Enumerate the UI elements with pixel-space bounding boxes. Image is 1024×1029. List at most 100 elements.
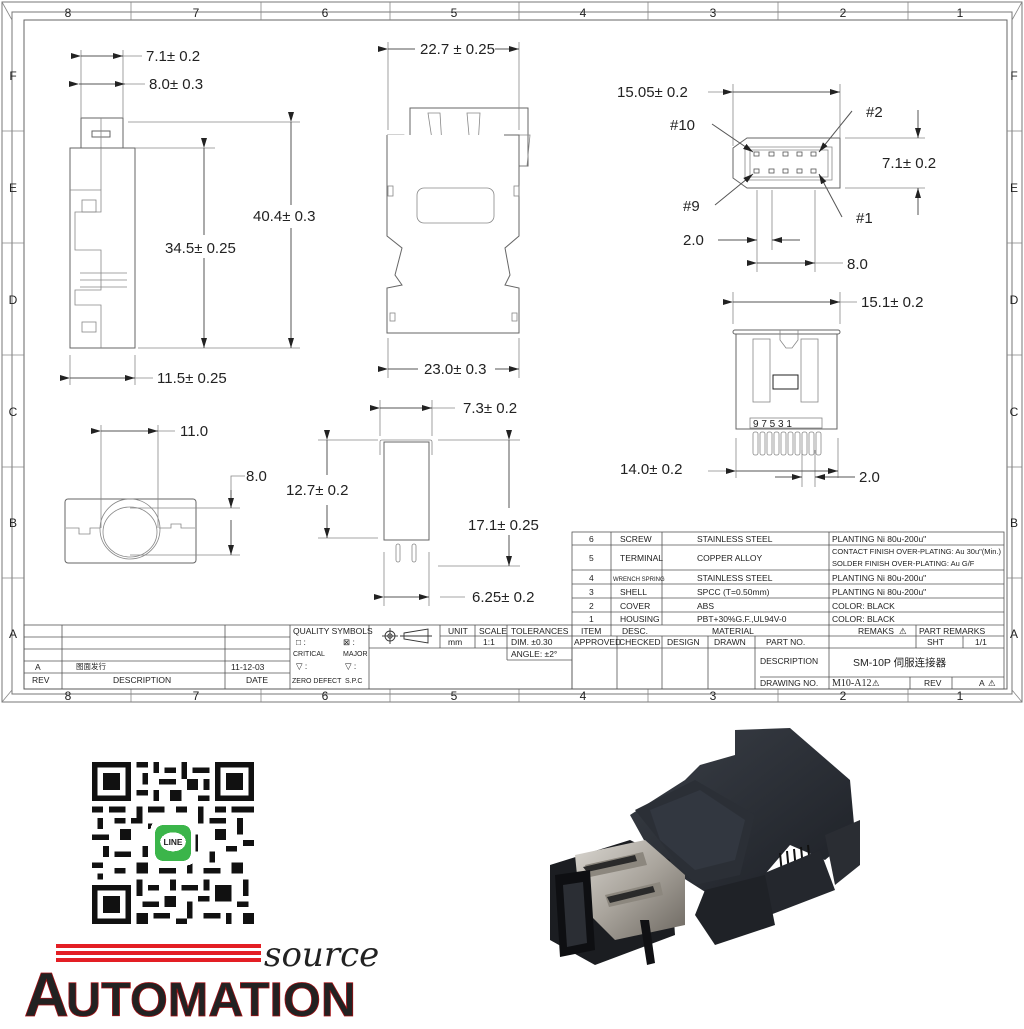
projection-symbol-icon [382, 628, 432, 644]
svg-text:ABS: ABS [697, 601, 714, 611]
svg-text:DIM. ±0.30: DIM. ±0.30 [511, 637, 553, 647]
part-description: SM-10P 伺服连接器 [853, 656, 947, 669]
svg-text:DRAWN: DRAWN [714, 637, 746, 647]
svg-text:1: 1 [957, 689, 964, 703]
svg-text:2.0: 2.0 [859, 469, 880, 486]
svg-text:6: 6 [589, 534, 594, 544]
svg-text:UNIT: UNIT [448, 626, 468, 636]
svg-text:7.1± 0.2: 7.1± 0.2 [146, 48, 200, 65]
svg-text:QUALITY SYMBOLS: QUALITY SYMBOLS [293, 626, 373, 636]
svg-text:4: 4 [580, 6, 587, 20]
svg-text:3: 3 [710, 689, 717, 703]
end-view: 7.3± 0.2 12.7± 0.2 17.1± 0.25 6.25± 0.2 [286, 400, 539, 606]
svg-text:4: 4 [580, 689, 587, 703]
svg-text:⚠: ⚠ [872, 678, 880, 688]
svg-text:A: A [9, 627, 17, 641]
svg-text:APPROVED: APPROVED [574, 637, 621, 647]
svg-text:#9: #9 [683, 198, 700, 215]
svg-text:F: F [1010, 69, 1017, 83]
svg-text:5: 5 [451, 689, 458, 703]
svg-text:COVER: COVER [620, 601, 650, 611]
svg-text:DESCRIPTION: DESCRIPTION [113, 675, 171, 685]
svg-text:6: 6 [322, 6, 329, 20]
svg-text:SPCC (T=0.50mm): SPCC (T=0.50mm) [697, 587, 770, 597]
product-photo [535, 725, 865, 970]
svg-text:1: 1 [589, 614, 594, 624]
logo-script: source [264, 935, 378, 975]
svg-text:7: 7 [193, 6, 200, 20]
svg-text:COLOR: BLACK: COLOR: BLACK [832, 601, 895, 611]
svg-text:DESC.: DESC. [622, 626, 648, 636]
svg-text:REV: REV [32, 675, 50, 685]
svg-text:SCALE: SCALE [479, 626, 507, 636]
technical-drawing: 8 7 6 5 4 3 2 1 8 7 6 5 4 3 2 1 F E D C … [1, 1, 1023, 703]
rear-view: 9 7 5 3 1 15.1± 0.2 14.0± 0.2 2.0 [620, 292, 923, 487]
logo-text: UTOMATION [66, 974, 356, 1024]
svg-text:SOLDER FINISH OVER-PLATING: Au: SOLDER FINISH OVER-PLATING: Au G/F [832, 559, 975, 568]
svg-text:C: C [9, 405, 18, 419]
svg-text:14.0± 0.2: 14.0± 0.2 [620, 461, 682, 478]
line-qr-code[interactable]: LINE [92, 762, 254, 924]
column-zone-labels: 8 7 6 5 4 3 2 1 [65, 6, 964, 20]
svg-text:#1: #1 [856, 210, 873, 227]
svg-text:22.7 ± 0.25: 22.7 ± 0.25 [420, 41, 495, 58]
svg-text:PART REMARKS: PART REMARKS [919, 626, 985, 636]
svg-text:STAINLESS STEEL: STAINLESS STEEL [697, 534, 773, 544]
svg-text:40.4± 0.3: 40.4± 0.3 [253, 208, 315, 225]
drawing-number: M10-A12 [832, 678, 871, 689]
svg-text:HOUSING: HOUSING [620, 614, 660, 624]
svg-text:□ :: □ : [296, 637, 306, 647]
svg-text:12.7± 0.2: 12.7± 0.2 [286, 482, 348, 499]
svg-text:COLOR: BLACK: COLOR: BLACK [832, 614, 895, 624]
automation-source-logo: A UTOMATION source [18, 930, 380, 1029]
svg-text:DATE: DATE [246, 675, 268, 685]
svg-text:8.0± 0.3: 8.0± 0.3 [149, 76, 203, 93]
svg-text:2: 2 [840, 689, 847, 703]
mating-face-view: 15.05± 0.2 #10 #2 #9 #1 7.1± 0.2 2.0 8.0 [617, 84, 936, 273]
svg-text:STAINLESS STEEL: STAINLESS STEEL [697, 573, 773, 583]
row-zone-labels: F E D C B A F E D C B A [9, 69, 1019, 641]
svg-text:34.5± 0.25: 34.5± 0.25 [165, 240, 236, 257]
side-view: 7.1± 0.2 8.0± 0.3 40.4± 0.3 34.5± 0.25 1… [60, 48, 315, 387]
svg-text:DESCRIPTION: DESCRIPTION [760, 656, 818, 666]
pin-numbers: 9 7 5 3 1 [753, 419, 792, 430]
svg-text:23.0± 0.3: 23.0± 0.3 [424, 361, 486, 378]
svg-text:6: 6 [322, 689, 329, 703]
svg-text:DRAWING NO.: DRAWING NO. [760, 678, 818, 688]
cable-end-view: 11.0 8.0 [64, 423, 267, 564]
svg-text:15.1± 0.2: 15.1± 0.2 [861, 294, 923, 311]
svg-text:5: 5 [451, 6, 458, 20]
svg-text:TERMINAL: TERMINAL [620, 553, 663, 563]
svg-text:F: F [9, 69, 16, 83]
svg-text:1/1: 1/1 [975, 637, 987, 647]
svg-text:REV: REV [924, 678, 942, 688]
svg-text:3: 3 [710, 6, 717, 20]
svg-text:A: A [979, 678, 985, 688]
svg-text:ZERO DEFECT: ZERO DEFECT [292, 678, 342, 685]
svg-text:ITEM: ITEM [581, 626, 601, 636]
svg-text:B: B [1010, 516, 1018, 530]
top-view: 22.7 ± 0.25 23.0± 0.3 [378, 41, 531, 378]
svg-text:8.0: 8.0 [847, 256, 868, 273]
svg-text:mm: mm [448, 637, 462, 647]
svg-text:▽ :: ▽ : [345, 661, 356, 671]
svg-text:SHELL: SHELL [620, 587, 647, 597]
svg-text:17.1± 0.25: 17.1± 0.25 [468, 517, 539, 534]
svg-text:15.05± 0.2: 15.05± 0.2 [617, 84, 688, 101]
svg-text:CONTACT FINISH OVER-PLATING: A: CONTACT FINISH OVER-PLATING: Au 30u"(Min… [832, 547, 1001, 556]
svg-text:A: A [35, 662, 41, 672]
svg-text:PLANTING Ni 80u-200u": PLANTING Ni 80u-200u" [832, 587, 926, 597]
svg-text:8: 8 [65, 689, 72, 703]
svg-text:1:1: 1:1 [483, 637, 495, 647]
svg-text:MAJOR: MAJOR [343, 651, 368, 658]
svg-text:5: 5 [589, 553, 594, 563]
svg-text:S.P.C: S.P.C [345, 678, 362, 685]
svg-text:B: B [9, 516, 17, 530]
svg-text:⚠: ⚠ [899, 626, 907, 636]
svg-text:COPPER ALLOY: COPPER ALLOY [697, 553, 763, 563]
svg-text:2: 2 [840, 6, 847, 20]
svg-text:CHECKED: CHECKED [619, 637, 661, 647]
svg-text:MATERIAL: MATERIAL [712, 626, 754, 636]
svg-text:7: 7 [193, 689, 200, 703]
svg-text:⚠: ⚠ [988, 678, 996, 688]
